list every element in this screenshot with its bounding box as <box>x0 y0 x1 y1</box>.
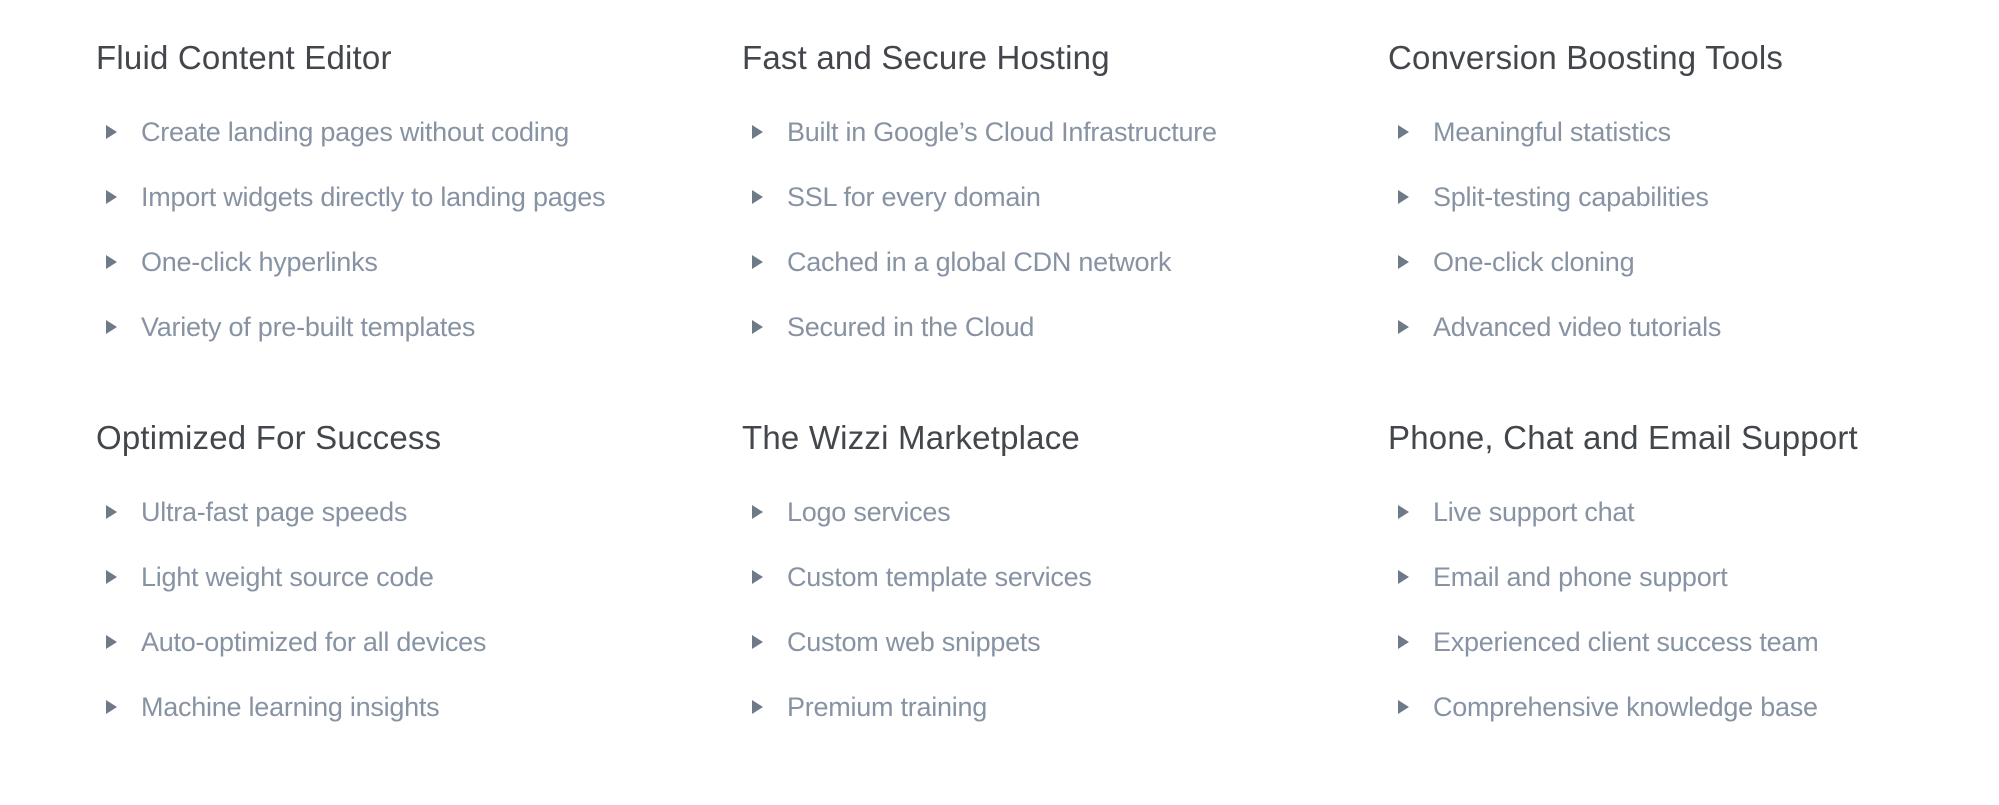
feature-list-item[interactable]: Machine learning insights <box>96 687 742 727</box>
feature-item-label: Variety of pre-built templates <box>141 312 476 342</box>
feature-list-item[interactable]: Comprehensive knowledge base <box>1388 687 1999 727</box>
feature-item-label: Ultra-fast page speeds <box>141 497 408 527</box>
feature-list-item[interactable]: Secured in the Cloud <box>742 307 1388 347</box>
feature-list-item[interactable]: Logo services <box>742 492 1388 532</box>
feature-item-label: One-click cloning <box>1433 247 1635 277</box>
feature-item-label: Advanced video tutorials <box>1433 312 1722 342</box>
feature-section-title: Fluid Content Editor <box>96 39 392 76</box>
feature-list-item[interactable]: Built in Google’s Cloud Infrastructure <box>742 112 1388 152</box>
feature-item-label: Custom template services <box>787 562 1092 592</box>
feature-section-title: Optimized For Success <box>96 419 442 456</box>
feature-item-label: Email and phone support <box>1433 562 1728 592</box>
triangle-bullet-icon <box>1398 505 1409 519</box>
features-grid: Fluid Content Editor Create landing page… <box>96 38 1999 752</box>
feature-list-item[interactable]: Custom template services <box>742 557 1388 597</box>
feature-section-title: Fast and Secure Hosting <box>742 39 1110 76</box>
feature-list-item[interactable]: Advanced video tutorials <box>1388 307 1999 347</box>
triangle-bullet-icon <box>752 320 763 334</box>
feature-item-label: SSL for every domain <box>787 182 1041 212</box>
triangle-bullet-icon <box>1398 320 1409 334</box>
triangle-bullet-icon <box>752 505 763 519</box>
feature-list-item[interactable]: Split-testing capabilities <box>1388 177 1999 217</box>
triangle-bullet-icon <box>752 570 763 584</box>
feature-item-label: Auto-optimized for all devices <box>141 627 487 657</box>
feature-list-item[interactable]: SSL for every domain <box>742 177 1388 217</box>
feature-section-title: Phone, Chat and Email Support <box>1388 419 1858 456</box>
feature-section-title: The Wizzi Marketplace <box>742 419 1080 456</box>
feature-list-item[interactable]: Premium training <box>742 687 1388 727</box>
feature-item-label: Custom web snippets <box>787 627 1041 657</box>
feature-list-item[interactable]: Cached in a global CDN network <box>742 242 1388 282</box>
feature-section: Fluid Content Editor Create landing page… <box>96 38 742 372</box>
feature-list-item[interactable]: Variety of pre-built templates <box>96 307 742 347</box>
feature-item-label: Experienced client success team <box>1433 627 1819 657</box>
feature-item-label: Machine learning insights <box>141 692 440 722</box>
feature-section: Optimized For Success Ultra-fast page sp… <box>96 418 742 752</box>
feature-list: Live support chat Email and phone suppor… <box>1388 492 1999 727</box>
triangle-bullet-icon <box>1398 125 1409 139</box>
feature-item-label: Premium training <box>787 692 988 722</box>
triangle-bullet-icon <box>1398 700 1409 714</box>
feature-list-item[interactable]: One-click hyperlinks <box>96 242 742 282</box>
feature-list-item[interactable]: Email and phone support <box>1388 557 1999 597</box>
feature-list-item[interactable]: Light weight source code <box>96 557 742 597</box>
triangle-bullet-icon <box>106 255 117 269</box>
feature-item-label: Cached in a global CDN network <box>787 247 1172 277</box>
feature-list: Ultra-fast page speeds Light weight sour… <box>96 492 742 727</box>
feature-list-item[interactable]: Custom web snippets <box>742 622 1388 662</box>
feature-list-item[interactable]: Experienced client success team <box>1388 622 1999 662</box>
feature-section: Conversion Boosting Tools Meaningful sta… <box>1388 38 1999 372</box>
feature-item-label: Built in Google’s Cloud Infrastructure <box>787 117 1217 147</box>
triangle-bullet-icon <box>106 635 117 649</box>
feature-list-item[interactable]: Ultra-fast page speeds <box>96 492 742 532</box>
triangle-bullet-icon <box>106 570 117 584</box>
triangle-bullet-icon <box>752 125 763 139</box>
feature-list-item[interactable]: Auto-optimized for all devices <box>96 622 742 662</box>
triangle-bullet-icon <box>1398 635 1409 649</box>
feature-list-item[interactable]: Live support chat <box>1388 492 1999 532</box>
feature-list-item[interactable]: Meaningful statistics <box>1388 112 1999 152</box>
triangle-bullet-icon <box>752 255 763 269</box>
triangle-bullet-icon <box>752 700 763 714</box>
triangle-bullet-icon <box>106 700 117 714</box>
feature-item-label: Meaningful statistics <box>1433 117 1671 147</box>
feature-item-label: Comprehensive knowledge base <box>1433 692 1818 722</box>
triangle-bullet-icon <box>106 505 117 519</box>
feature-item-label: Live support chat <box>1433 497 1635 527</box>
feature-section-title: Conversion Boosting Tools <box>1388 39 1784 76</box>
feature-section: The Wizzi Marketplace Logo services Cust… <box>742 418 1388 752</box>
triangle-bullet-icon <box>752 190 763 204</box>
triangle-bullet-icon <box>1398 255 1409 269</box>
triangle-bullet-icon <box>106 320 117 334</box>
triangle-bullet-icon <box>1398 190 1409 204</box>
feature-section: Phone, Chat and Email Support Live suppo… <box>1388 418 1999 752</box>
feature-list-item[interactable]: Import widgets directly to landing pages <box>96 177 742 217</box>
feature-list-item[interactable]: Create landing pages without coding <box>96 112 742 152</box>
feature-list: Logo services Custom template services C… <box>742 492 1388 727</box>
feature-item-label: Logo services <box>787 497 951 527</box>
feature-item-label: Secured in the Cloud <box>787 312 1035 342</box>
feature-item-label: One-click hyperlinks <box>141 247 378 277</box>
triangle-bullet-icon <box>106 125 117 139</box>
feature-list: Built in Google’s Cloud Infrastructure S… <box>742 112 1388 347</box>
feature-item-label: Create landing pages without coding <box>141 117 570 147</box>
triangle-bullet-icon <box>106 190 117 204</box>
feature-item-label: Split-testing capabilities <box>1433 182 1709 212</box>
triangle-bullet-icon <box>752 635 763 649</box>
triangle-bullet-icon <box>1398 570 1409 584</box>
feature-list: Meaningful statistics Split-testing capa… <box>1388 112 1999 347</box>
feature-item-label: Import widgets directly to landing pages <box>141 182 606 212</box>
feature-item-label: Light weight source code <box>141 562 434 592</box>
feature-section: Fast and Secure Hosting Built in Google’… <box>742 38 1388 372</box>
feature-list-item[interactable]: One-click cloning <box>1388 242 1999 282</box>
feature-list: Create landing pages without coding Impo… <box>96 112 742 347</box>
